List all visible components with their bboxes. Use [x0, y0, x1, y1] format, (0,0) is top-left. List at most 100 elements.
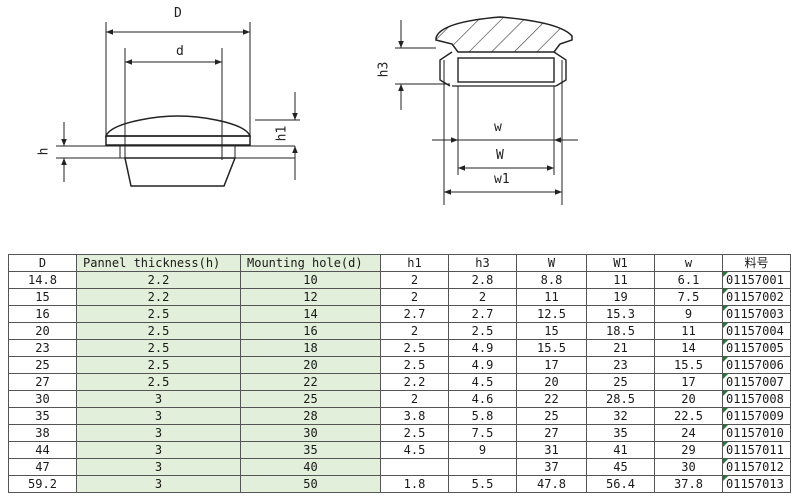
- cell-w: 14: [654, 339, 723, 357]
- cell-part-number: 01157006: [722, 356, 791, 374]
- cell-panel-thickness: 3: [76, 424, 241, 442]
- cell-h1: 4.5: [380, 441, 449, 459]
- cell-W: 11: [516, 288, 587, 306]
- cell-h1: 2.2: [380, 373, 449, 391]
- cell-D: 15: [8, 288, 77, 306]
- cell-part-number: 01157008: [722, 390, 791, 408]
- cell-D: 27: [8, 373, 77, 391]
- col-header-h1: h1: [380, 254, 449, 272]
- cell-mounting-hole: 25: [240, 390, 381, 408]
- dim-label-h1: h1: [274, 125, 290, 142]
- cell-mounting-hole: 16: [240, 322, 381, 340]
- dim-label-W: W: [496, 148, 504, 163]
- cell-part-number: 01157013: [722, 475, 791, 493]
- cell-W: 20: [516, 373, 587, 391]
- cell-panel-thickness: 3: [76, 390, 241, 408]
- cell-panel-thickness: 2.2: [76, 271, 241, 289]
- dim-label-h3: h3: [376, 61, 392, 78]
- cell-D: 47: [8, 458, 77, 476]
- cell-W: 22: [516, 390, 587, 408]
- cell-panel-thickness: 3: [76, 458, 241, 476]
- cell-mounting-hole: 10: [240, 271, 381, 289]
- cell-D: 25: [8, 356, 77, 374]
- cell-D: 20: [8, 322, 77, 340]
- cell-panel-thickness: 2.5: [76, 356, 241, 374]
- cell-w: 17: [654, 373, 723, 391]
- cell-W1: 21: [586, 339, 655, 357]
- cell-part-number: 01157011: [722, 441, 791, 459]
- cell-h1: 2.7: [380, 305, 449, 323]
- cell-h1: 1.8: [380, 475, 449, 493]
- col-header-part-number: 料号: [722, 254, 791, 272]
- cell-W: 12.5: [516, 305, 587, 323]
- technical-drawing: D d h h1 h3 w W w1: [0, 0, 800, 245]
- cell-W1: 23: [586, 356, 655, 374]
- cell-w: 24: [654, 424, 723, 442]
- cell-D: 23: [8, 339, 77, 357]
- cell-D: 38: [8, 424, 77, 442]
- cell-w: 29: [654, 441, 723, 459]
- col-header-W1: W1: [586, 254, 655, 272]
- cell-W1: 32: [586, 407, 655, 425]
- cell-mounting-hole: 12: [240, 288, 381, 306]
- cell-W1: 56.4: [586, 475, 655, 493]
- cell-h3: 9: [448, 441, 517, 459]
- cell-W: 8.8: [516, 271, 587, 289]
- cell-h3: 4.5: [448, 373, 517, 391]
- cell-h3: 2.8: [448, 271, 517, 289]
- cell-W1: 19: [586, 288, 655, 306]
- col-header-w: w: [654, 254, 723, 272]
- cell-W1: 28.5: [586, 390, 655, 408]
- right-view: [395, 16, 578, 205]
- col-header-mounting-hole: Mounting hole(d): [240, 254, 381, 272]
- cell-W: 27: [516, 424, 587, 442]
- cell-w: 7.5: [654, 288, 723, 306]
- cell-mounting-hole: 50: [240, 475, 381, 493]
- table-header-row: D Pannel thickness(h) Mounting hole(d) h…: [8, 254, 791, 272]
- cell-h3: 4.6: [448, 390, 517, 408]
- cell-D: 44: [8, 441, 77, 459]
- cell-W: 37: [516, 458, 587, 476]
- cell-h3: 4.9: [448, 356, 517, 374]
- dim-label-d: d: [176, 44, 184, 59]
- cell-W1: 35: [586, 424, 655, 442]
- cell-panel-thickness: 2.5: [76, 339, 241, 357]
- cell-h3: 7.5: [448, 424, 517, 442]
- cell-h1: 3.8: [380, 407, 449, 425]
- cell-w: 6.1: [654, 271, 723, 289]
- cell-h1: 2: [380, 390, 449, 408]
- cell-D: 14.8: [8, 271, 77, 289]
- cell-w: 30: [654, 458, 723, 476]
- cell-W1: 25: [586, 373, 655, 391]
- cell-h1: 2.5: [380, 356, 449, 374]
- cell-mounting-hole: 22: [240, 373, 381, 391]
- dim-label-w: w: [494, 120, 502, 135]
- dim-label-h: h: [36, 147, 52, 156]
- cell-part-number: 01157003: [722, 305, 791, 323]
- cell-h3: 2.7: [448, 305, 517, 323]
- cell-mounting-hole: 20: [240, 356, 381, 374]
- cell-w: 11: [654, 322, 723, 340]
- cell-panel-thickness: 2.5: [76, 373, 241, 391]
- col-header-W: W: [516, 254, 587, 272]
- cell-h1: 2: [380, 288, 449, 306]
- left-view: [56, 22, 300, 187]
- cell-w: 20: [654, 390, 723, 408]
- cell-W1: 45: [586, 458, 655, 476]
- col-header-panel-thickness: Pannel thickness(h): [76, 254, 241, 272]
- cell-mounting-hole: 14: [240, 305, 381, 323]
- cell-mounting-hole: 40: [240, 458, 381, 476]
- drawing-svg: [56, 16, 578, 205]
- cell-D: 16: [8, 305, 77, 323]
- cell-mounting-hole: 18: [240, 339, 381, 357]
- cell-part-number: 01157007: [722, 373, 791, 391]
